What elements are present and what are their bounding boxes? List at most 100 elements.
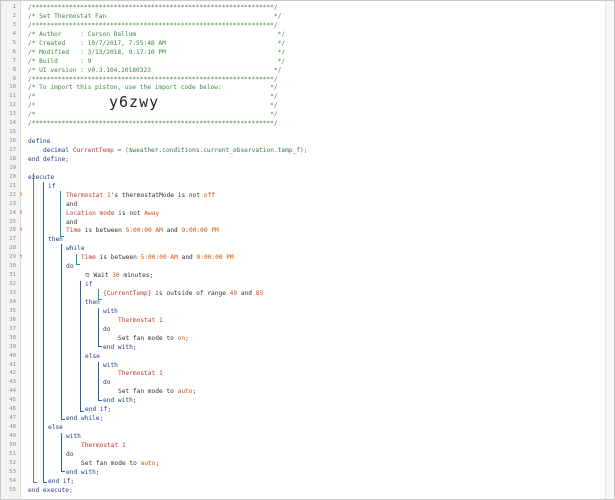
blank-comment: /* */ [28, 102, 278, 110]
set-fan-mode-auto[interactable]: Set fan mode to auto; [81, 459, 159, 468]
scrollbar[interactable] [605, 1, 614, 499]
comment-border: /***************************************… [28, 120, 278, 128]
command-text: Set fan mode to [118, 334, 178, 342]
condition-marker-icon: ↯ [19, 254, 23, 261]
blank-comment: /* */ [28, 93, 278, 101]
with-block-rail [98, 362, 102, 401]
condition-location-mode[interactable]: Location mode is not Away [66, 209, 159, 218]
line-number: 10 [9, 84, 16, 91]
line-number: 32 [9, 281, 16, 288]
code-line: 8/* UI version : v0.3.104.20180323 */ [1, 66, 614, 75]
device-name[interactable]: Thermostat 1 [81, 441, 126, 449]
line-number: 49 [9, 433, 16, 439]
set-fan-mode-auto[interactable]: Set fan mode to auto; [118, 387, 196, 396]
line-number: 5 [12, 39, 16, 46]
blank-comment: /* */ [28, 111, 278, 119]
comment-border: /***************************************… [28, 21, 278, 29]
code-line: 4/* Author : Carson Dallum */ [1, 30, 614, 39]
line-number: 18 [9, 155, 16, 162]
created-comment: /* Created : 10/7/2017, 7:55:48 AM */ [28, 39, 286, 47]
line-number: 46 [9, 406, 16, 413]
device-name[interactable]: Thermostat 1 [118, 316, 163, 324]
line-number: 43 [9, 379, 16, 386]
condition-text: is outside of range [151, 290, 230, 297]
condition-group-rail [60, 191, 64, 237]
while-condition-time[interactable]: Time is between 5:00:00 AM and 9:00:00 P… [81, 253, 234, 262]
while-condition-rail [76, 254, 80, 265]
condition-marker-icon: ↯ [19, 209, 23, 216]
code-area: 1/**************************************… [1, 3, 614, 495]
command-text: Set fan mode to [118, 388, 178, 396]
device-name: Thermostat 1 [66, 191, 111, 199]
comment-border: /***************************************… [28, 75, 278, 83]
timer-icon: ⏲ [85, 272, 90, 280]
condition-marker-icon: ↯ [19, 191, 23, 198]
code-line: 32 if [1, 280, 614, 289]
do-keyword: do [66, 263, 74, 271]
line-number: 3 [12, 21, 16, 28]
with-keyword[interactable]: with [103, 307, 118, 315]
line-number: 47 [9, 415, 16, 422]
time-start: 5:00:00 AM [125, 227, 163, 235]
ui-version-comment: /* UI version : v0.3.104.20180323 */ [28, 66, 282, 74]
condition-thermostat-mode[interactable]: Thermostat 1's thermostatMode is not off [66, 191, 215, 200]
while-block-rail [61, 244, 65, 420]
code-line: 3 /**************************************… [1, 21, 614, 30]
code-line: 52 Set fan mode to auto; [1, 459, 614, 468]
code-line: 24↯ Location mode is not Away [1, 209, 614, 218]
line-number: 30 [9, 263, 16, 270]
condition-value: Away [144, 209, 160, 217]
if-keyword[interactable]: if [48, 182, 56, 190]
location-mode-label: Location mode [66, 209, 115, 217]
temp-expression: {CurrentTemp} [103, 290, 152, 297]
execute-keyword: execute [28, 173, 55, 181]
line-number: 9 [12, 75, 16, 82]
if-keyword[interactable]: if [85, 281, 93, 289]
wait-text: Wait [89, 272, 113, 280]
line-number: 2 [12, 12, 16, 19]
code-line: 33{CurrentTemp} is outside of range 40 a… [1, 289, 614, 298]
variable-declaration[interactable]: decimal CurrentTemp = ($weather.conditio… [43, 146, 308, 155]
inner-condition-rail [98, 289, 102, 300]
and-text: and [162, 227, 182, 235]
condition-text: is between [80, 227, 126, 235]
end-while-keyword: end while; [66, 415, 104, 423]
wait-statement[interactable]: ⏲ Wait 30 minutes; [85, 271, 153, 280]
wait-duration: 30 [112, 272, 120, 280]
with-keyword[interactable]: with [66, 433, 81, 440]
semicolon: ; [185, 334, 189, 342]
set-fan-mode-on[interactable]: Set fan mode to on; [118, 334, 189, 343]
define-keyword: define [28, 138, 51, 146]
condition-time[interactable]: Time is between 5:00:00 AM and 9:00:00 P… [66, 226, 219, 235]
condition-temp-range[interactable]: {CurrentTemp} is outside of range 40 and… [103, 289, 263, 298]
line-number: 24 [9, 209, 16, 216]
condition-text: is not [114, 209, 145, 217]
line-number: 37 [9, 325, 16, 332]
condition-text: is between [95, 254, 141, 262]
code-line: 15 [1, 128, 614, 137]
command-text: Set fan mode to [81, 459, 141, 467]
code-line: 29↯Time is between 5:00:00 AM and 9:00:0… [1, 253, 614, 262]
device-name[interactable]: Thermostat 1 [118, 370, 163, 378]
do-keyword: do [66, 450, 74, 458]
build-comment: /* Build : 9 */ [28, 57, 286, 65]
and-operator: and [66, 218, 78, 226]
with-keyword[interactable]: with [103, 361, 118, 369]
line-number: 52 [9, 459, 16, 466]
code-line: 26↯Time is between 5:00:00 AM and 9:00:0… [1, 226, 614, 235]
while-keyword[interactable]: while [66, 245, 85, 253]
line-number: 42 [9, 370, 16, 377]
fan-mode-value: on [177, 334, 186, 342]
execute-block-rail [33, 173, 37, 483]
code-line: 30 do [1, 262, 614, 271]
